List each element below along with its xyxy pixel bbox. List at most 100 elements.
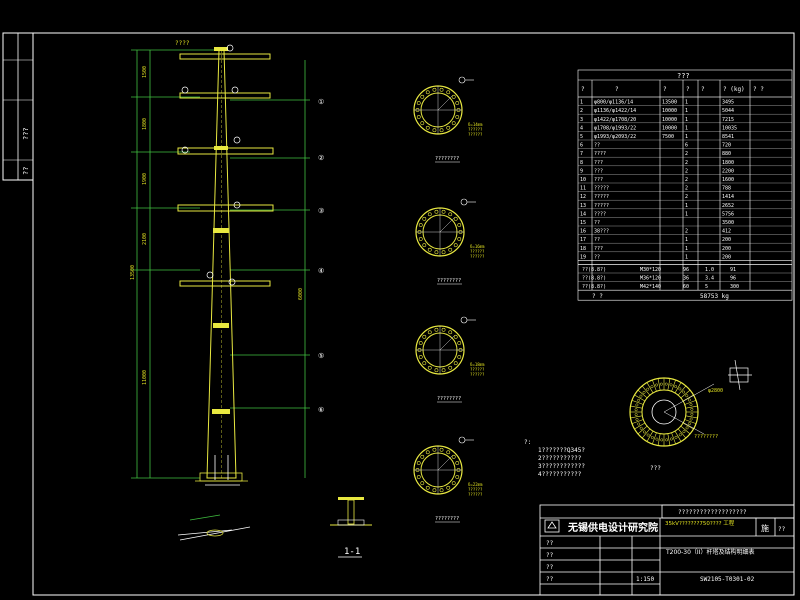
material-table-cell: 10 — [580, 177, 586, 183]
dim-label-1: 1500 — [142, 66, 148, 78]
material-table-cell: 1 — [685, 134, 688, 140]
material-table-cell: 2 — [685, 160, 688, 166]
material-table-cell: 9 — [580, 168, 583, 174]
material-table-cell: 1 — [685, 117, 688, 123]
note-line-4: 4??????????? — [538, 471, 582, 478]
material-table-cell: 3495 — [722, 100, 734, 106]
flange-section-note: ?????? — [470, 372, 485, 377]
material-table-cell: 19 — [580, 254, 586, 260]
project-name: 35kV???????750???? 工程 — [665, 519, 735, 527]
sign-cell-1: ?? — [546, 540, 554, 547]
connection-marks — [212, 47, 230, 414]
material-table-cell: 38??? — [594, 229, 609, 235]
flange-section-1: ????????δ=14mm???????????? — [413, 76, 483, 163]
notes-block: ?: 1???????Q345? 2??????????? 3?????????… — [524, 439, 585, 478]
flange-section-4: ????????δ=22mm???????????? — [413, 436, 483, 523]
pole-base — [195, 455, 248, 486]
bolt-table-cell: 5 — [705, 284, 708, 290]
flange-section-3: ????????δ=18mm???????????? — [415, 316, 485, 403]
material-table-cell: ????? — [594, 186, 609, 192]
title-top-row: ??????????????????? — [678, 509, 747, 516]
material-table-cell: 200 — [722, 246, 731, 252]
material-table-cell: 5756 — [722, 211, 734, 217]
material-table-cell: 10035 — [722, 125, 737, 131]
material-table-cell: 5 — [580, 134, 583, 140]
flange-section-note: δ=18mm — [470, 362, 485, 367]
material-table-header: ? — [701, 86, 705, 93]
sign-cell-2: ?? — [546, 552, 554, 559]
base-plate-bolt-label: ???????? — [694, 434, 718, 440]
material-table-cell: 2652 — [722, 203, 734, 209]
flange-section-note: ?????? — [468, 132, 483, 137]
flange-section-note: ?????? — [470, 367, 485, 372]
material-table-cell: ?? — [594, 254, 600, 260]
flange-section-title-4: ???????? — [435, 516, 459, 522]
material-table-cell: ??? — [594, 160, 603, 166]
dim-label-7: 6000 — [298, 288, 304, 300]
left-strip-cell-2: ?? — [22, 167, 30, 175]
bolt-table-cell: ??(8.8?) — [582, 267, 606, 273]
company-name: 无锡供电设计研究院 — [567, 521, 658, 534]
left-strip-cell-1: ??? — [22, 127, 30, 140]
drawing-number: SW2105-T0301-02 — [700, 576, 755, 583]
flange-section-title-1: ???????? — [435, 156, 459, 162]
material-table-cell: 12 — [580, 194, 586, 200]
material-table-cell: 18 — [580, 246, 586, 252]
material-table-cell: 1414 — [722, 194, 734, 200]
material-table-cell: 7500 — [662, 134, 674, 140]
bolt-table-cell: 60 — [683, 284, 689, 290]
marker-1: ① — [318, 98, 324, 106]
drawing-border — [32, 32, 795, 596]
flange-sections: ????????δ=14mm????????????????????δ=16mm… — [413, 76, 485, 523]
material-table-header: ? — [663, 86, 667, 93]
flange-section-note: ?????? — [468, 127, 483, 132]
note-line-2: 2??????????? — [538, 455, 582, 462]
dim-label-2: 1800 — [142, 118, 148, 130]
flange-section-note: ?????? — [470, 249, 485, 254]
material-table-cell: 4 — [580, 125, 583, 131]
drawing-title: T200-30（II）杆塔及结构明细表 — [665, 548, 754, 556]
material-table-header: ? — [615, 86, 619, 93]
material-table-cell: 16 — [580, 229, 586, 235]
material-table-cell: ?? — [594, 220, 600, 226]
material-table-cell: 2 — [685, 186, 688, 192]
material-table-cell: φ800/φ1136/14 — [594, 100, 633, 106]
material-table-cell: 13500 — [662, 100, 677, 106]
material-table-header: ? (kg) — [723, 86, 745, 93]
pole-dimension-lines — [131, 49, 310, 479]
material-table-cell: 10000 — [662, 125, 677, 131]
material-table-cell: φ1708/φ1993/22 — [594, 125, 636, 131]
base-plate-dim: φ2800 — [708, 388, 723, 394]
base-plate-plan: ??? φ2800 ???????? — [629, 359, 752, 472]
material-table-cell: 7 — [580, 151, 583, 157]
bolt-table-cell: M30*120 — [640, 267, 661, 273]
dim-label-5: 13500 — [130, 265, 136, 280]
material-table-cell: 17 — [580, 237, 586, 243]
material-table-cell: 788 — [722, 186, 731, 192]
sign-cell-3: ?? — [546, 564, 554, 571]
bolt-table-cell: M36*120 — [640, 276, 661, 282]
material-table-cell: 412 — [722, 229, 731, 235]
bolt-table-cell: ??(8.8?) — [582, 284, 606, 290]
material-table-cell: 11 — [580, 186, 586, 192]
material-table-cell: φ1422/φ1708/20 — [594, 117, 636, 123]
marker-2: ② — [318, 154, 324, 162]
bolt-table-cell: 96 — [730, 276, 736, 282]
total-value: 58753 kg — [700, 293, 729, 300]
base-plate-label: ??? — [650, 465, 661, 472]
material-table-cell: ?? — [594, 237, 600, 243]
bolt-table-cell: 3.4 — [705, 276, 714, 282]
flange-section-note: δ=22mm — [468, 482, 483, 487]
flange-section-note: ?????? — [468, 492, 483, 497]
marker-4: ④ — [318, 267, 324, 275]
bolt-table-cell: 36 — [683, 276, 689, 282]
bolt-table-cell: 91 — [730, 267, 736, 273]
material-table-cell: 1 — [685, 246, 688, 252]
left-strip: ??? ?? — [2, 32, 34, 181]
material-table-cell: 1600 — [722, 177, 734, 183]
pole-circle-markers — [181, 44, 241, 286]
material-table-cell: 10000 — [662, 117, 677, 123]
dim-label-3: 1900 — [142, 173, 148, 185]
material-table-cell: ??? — [594, 177, 603, 183]
material-table-cell: 8541 — [722, 134, 734, 140]
